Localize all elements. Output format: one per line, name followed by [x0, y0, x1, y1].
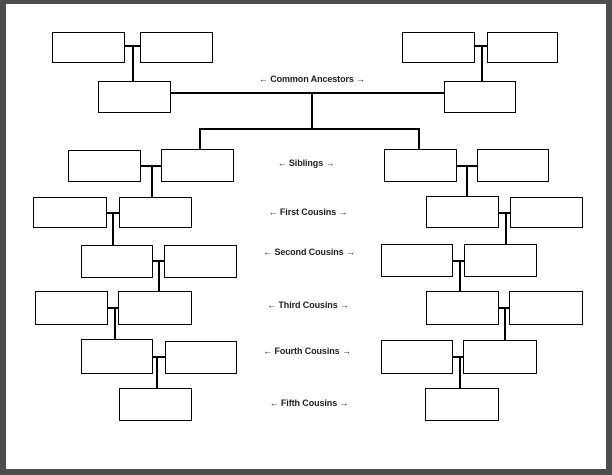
connector-line — [418, 128, 420, 149]
label-first-cousins: ← First Cousins → — [268, 207, 348, 217]
common-ancestor-box — [444, 81, 516, 113]
second-cousin-box — [464, 244, 537, 277]
sibling-box — [161, 149, 234, 182]
third-cousin-box — [118, 291, 192, 325]
connector-line — [459, 356, 461, 388]
fifth-cousin-box — [119, 388, 192, 421]
ancestor-parents-box — [52, 32, 125, 63]
sibling-box — [477, 149, 549, 182]
connector-line — [158, 260, 160, 291]
ancestor-parents-box — [140, 32, 213, 63]
connector-line — [459, 260, 461, 291]
fifth-cousin-box — [425, 388, 499, 421]
connector-line — [108, 307, 118, 309]
connector-line — [453, 260, 464, 262]
ancestor-parents-box — [402, 32, 475, 63]
first-cousin-box — [426, 196, 499, 228]
connector-line — [156, 356, 158, 388]
label-fourth-cousins: ← Fourth Cousins → — [263, 346, 351, 356]
connector-line — [151, 165, 153, 197]
third-cousin-box — [426, 291, 499, 325]
connector-line — [112, 212, 114, 245]
ancestor-parents-box — [487, 32, 558, 63]
third-cousin-box — [509, 291, 583, 325]
label-common-ancestors: ← Common Ancestors → — [258, 74, 366, 84]
second-cousin-box — [164, 245, 237, 278]
label-second-cousins: ← Second Cousins → — [263, 247, 355, 257]
fourth-cousin-box — [463, 340, 537, 374]
first-cousin-box — [510, 197, 583, 228]
sibling-box — [68, 150, 141, 182]
second-cousin-box — [81, 245, 153, 278]
connector-line — [481, 45, 483, 81]
label-siblings: ← Siblings → — [277, 158, 335, 168]
connector-line — [499, 212, 510, 214]
connector-line — [132, 45, 134, 81]
second-cousin-box — [381, 244, 453, 277]
common-ancestor-box — [98, 81, 171, 113]
connector-line — [505, 212, 507, 244]
connector-line — [199, 128, 201, 150]
first-cousin-box — [119, 197, 192, 228]
label-third-cousins: ← Third Cousins → — [267, 300, 349, 310]
fourth-cousin-box — [165, 341, 237, 374]
connector-line — [311, 92, 313, 129]
fourth-cousin-box — [381, 340, 453, 374]
sibling-box — [384, 149, 457, 182]
connector-line — [199, 128, 418, 130]
connector-line — [453, 356, 463, 358]
label-fifth-cousins: ← Fifth Cousins → — [269, 398, 349, 408]
fourth-cousin-box — [81, 339, 153, 374]
connector-line — [171, 92, 444, 94]
third-cousin-box — [35, 291, 108, 325]
connector-line — [114, 307, 116, 339]
connector-line — [466, 165, 468, 196]
connector-line — [153, 356, 165, 358]
first-cousin-box — [33, 197, 107, 228]
connector-line — [504, 307, 506, 340]
